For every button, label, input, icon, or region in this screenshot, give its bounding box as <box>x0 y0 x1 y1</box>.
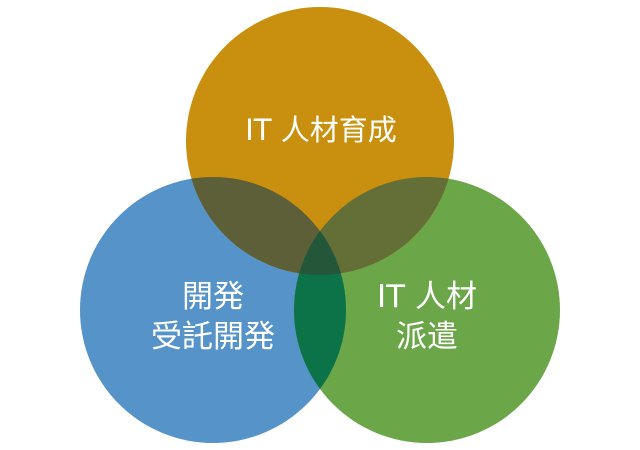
circle-left-label: 開発 受託開発 <box>151 277 275 357</box>
circle-top-label: IT 人材育成 <box>245 110 397 150</box>
circle-top-label-line-1: IT 人材育成 <box>245 113 397 147</box>
circle-right-label-line-2: 派遣 <box>396 319 458 355</box>
overlap-top-left <box>186 177 346 275</box>
overlap-top-right <box>294 177 454 275</box>
circle-left-label-line-1: 開発 <box>182 279 244 315</box>
circle-left-label-line-2: 受託開発 <box>151 319 275 355</box>
circle-right-label: IT 人材 派遣 <box>377 277 477 357</box>
circle-right-label-line-1: IT 人材 <box>377 279 477 315</box>
